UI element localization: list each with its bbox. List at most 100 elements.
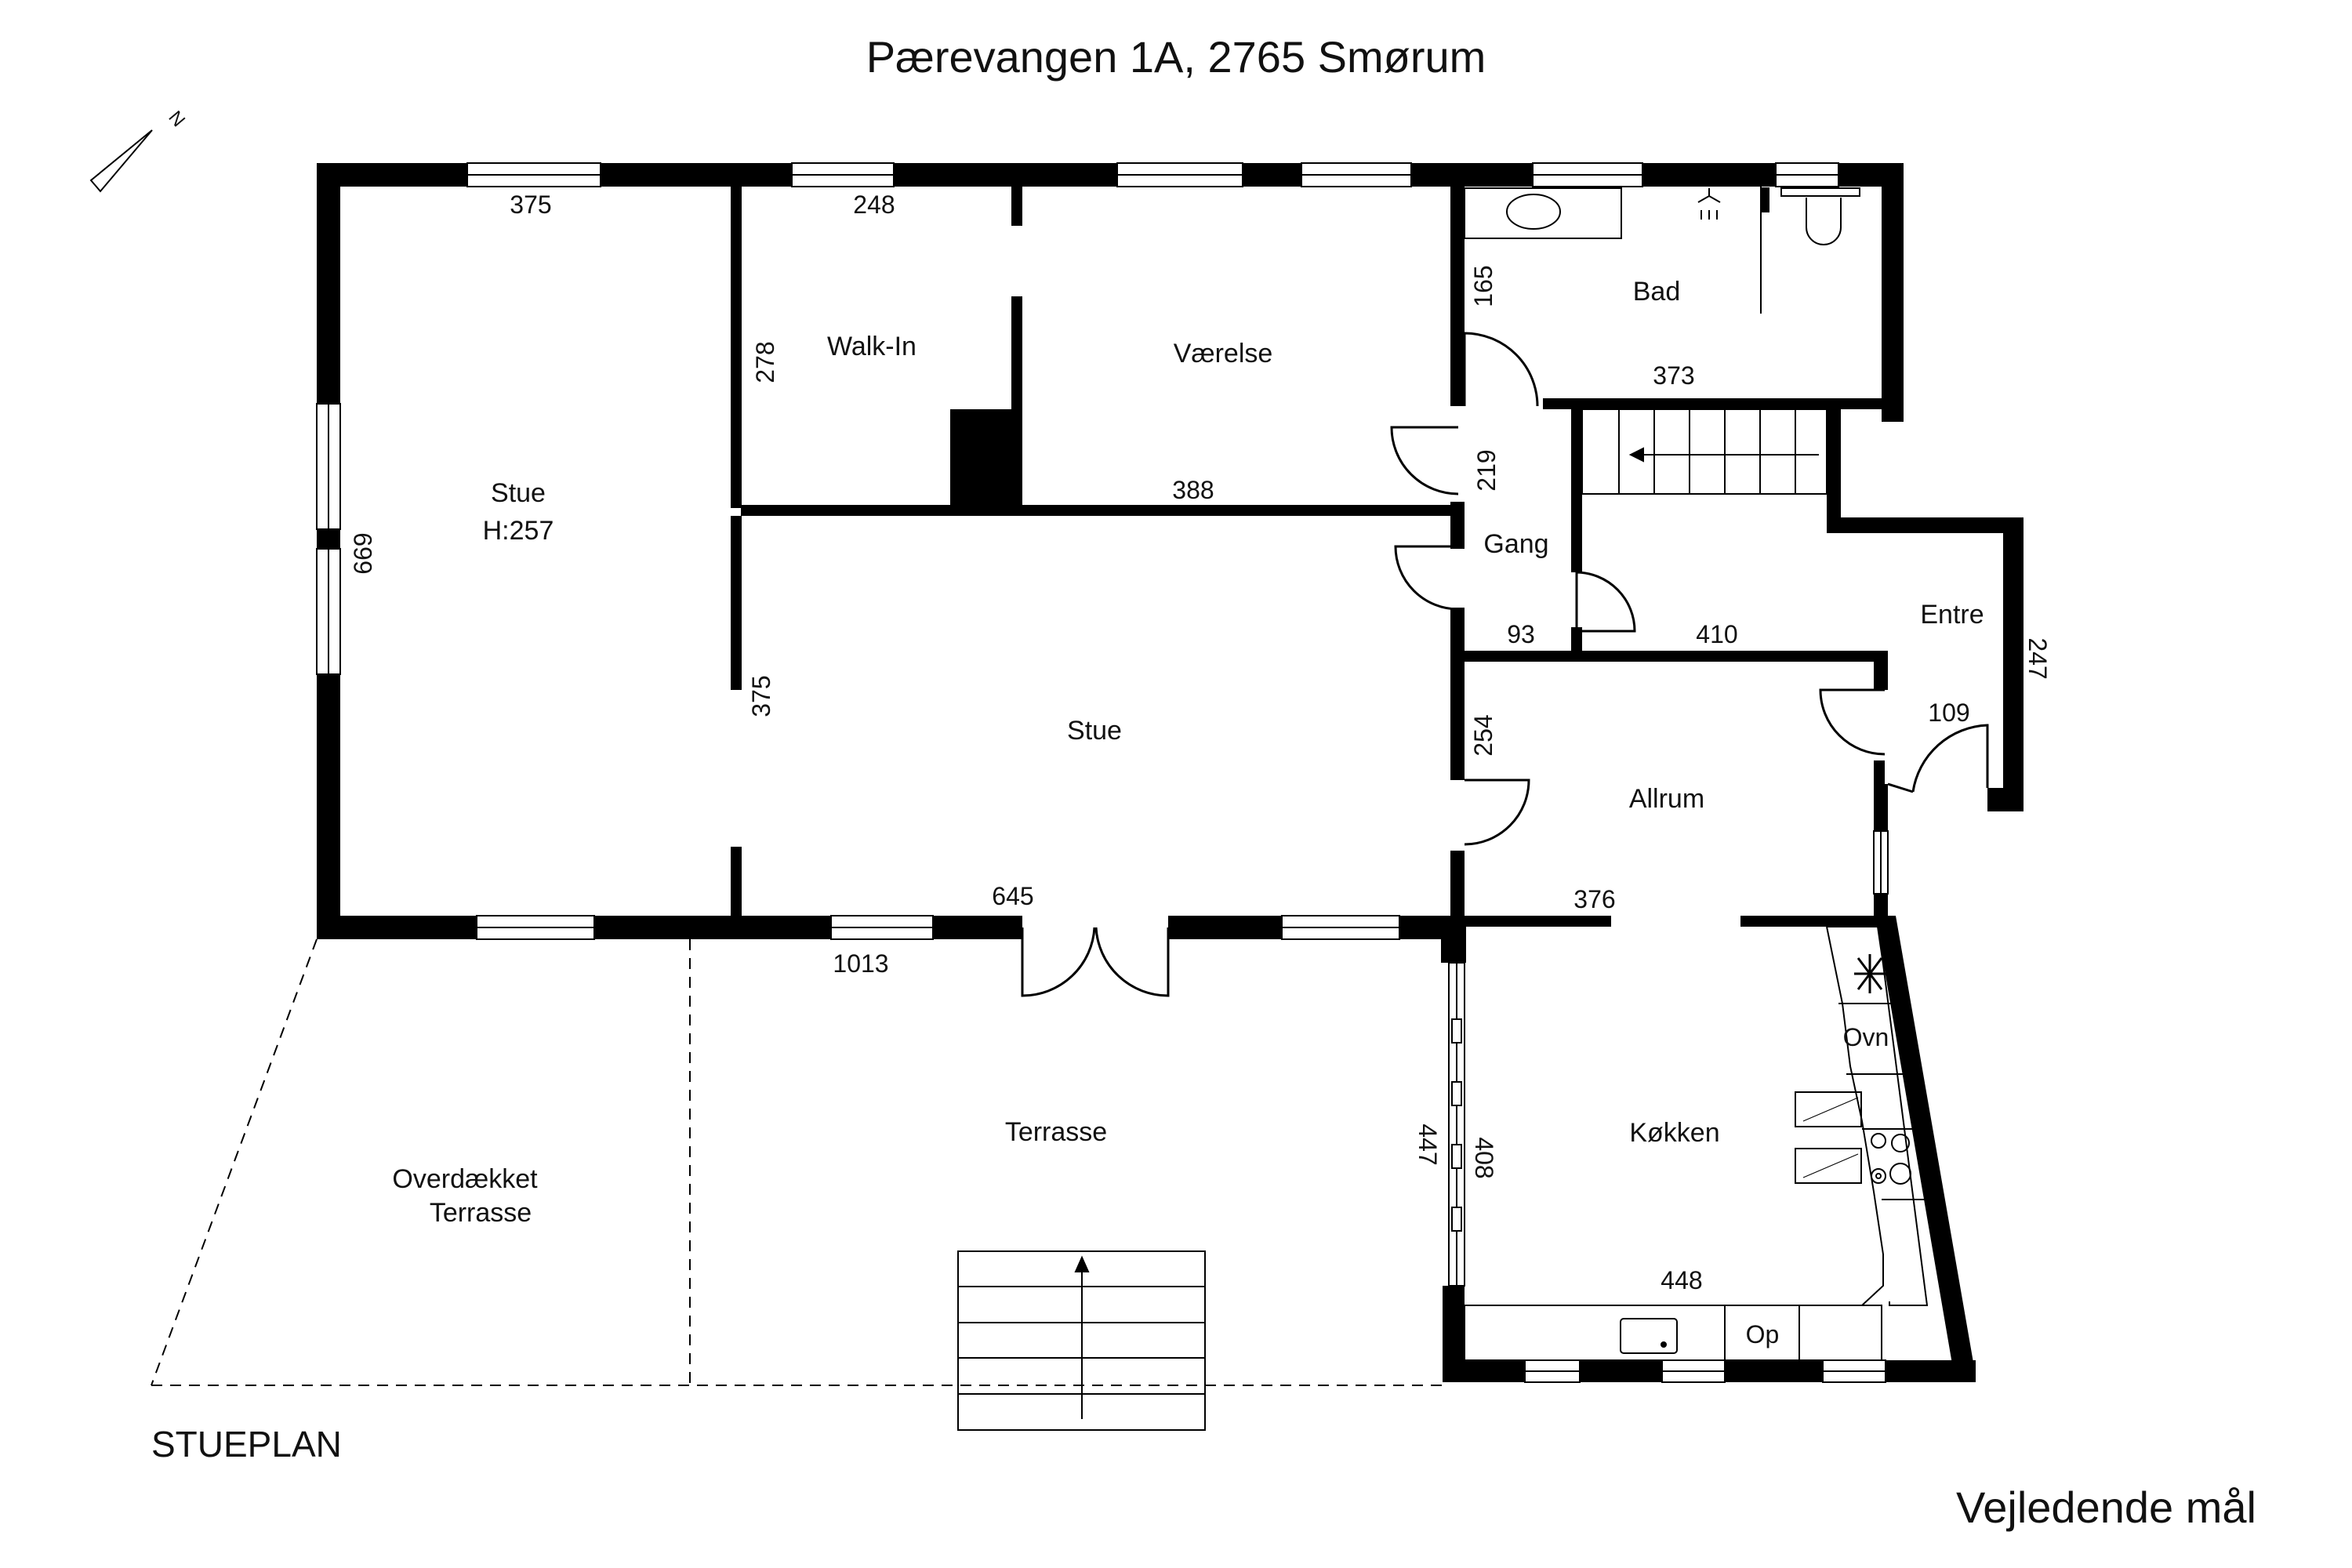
plan-title: Pærevangen 1A, 2765 Smørum bbox=[866, 32, 1486, 82]
vanity bbox=[1464, 187, 1622, 239]
room-label-koekken: Køkken bbox=[1629, 1118, 1719, 1148]
wall-entre-top bbox=[1827, 517, 2023, 533]
windows bbox=[316, 162, 1889, 1383]
wall-stue-divider bbox=[731, 516, 742, 690]
wall-allrum-right-3 bbox=[1874, 894, 1888, 917]
dim-allrum-bottom: 376 bbox=[1573, 885, 1615, 913]
dim-house-bottom: 1013 bbox=[833, 949, 888, 978]
door-swing bbox=[1390, 426, 1459, 495]
dim-gang-bottom: 93 bbox=[1507, 620, 1535, 648]
kitchen-counter bbox=[1827, 926, 1929, 1306]
toilet-tank bbox=[1780, 187, 1860, 197]
note-label: Vejledende mål bbox=[1956, 1483, 2256, 1532]
dim-koekken-outer: 447 bbox=[1414, 1123, 1442, 1165]
compass-icon bbox=[89, 129, 153, 193]
walls bbox=[317, 163, 2024, 1382]
room-label-walk-in: Walk-In bbox=[827, 332, 916, 361]
dim-stair-bottom: 410 bbox=[1696, 620, 1737, 648]
window-lines bbox=[328, 174, 1886, 1372]
wall-allrum-right bbox=[1874, 760, 1885, 784]
door-swing bbox=[1021, 927, 1096, 997]
wall-stair-left bbox=[1571, 408, 1582, 572]
hob-icon bbox=[1871, 1133, 1886, 1149]
room-label-allrum: Allrum bbox=[1629, 784, 1704, 814]
sliding-door-marks bbox=[1451, 1018, 1462, 1232]
door-swing bbox=[1819, 688, 1886, 756]
wall-stair-bottom bbox=[1571, 651, 1885, 662]
extractor-icon bbox=[1854, 954, 1886, 993]
wall-bad-right bbox=[1882, 163, 1904, 422]
stair-arrow-icon bbox=[1628, 447, 1644, 463]
stairs-internal bbox=[1581, 408, 1828, 495]
door-swing bbox=[1463, 332, 1539, 407]
dim-gang-side: 219 bbox=[1472, 449, 1501, 491]
room-label-overdaekket-1: Overdækket bbox=[392, 1164, 538, 1194]
window-sill bbox=[1795, 1091, 1862, 1127]
wall-allrum-bottom-left bbox=[1458, 916, 1611, 927]
dim-vaerelse-bottom: 388 bbox=[1172, 476, 1214, 504]
door-swing bbox=[1394, 545, 1459, 611]
wall-gang-bottom bbox=[1458, 651, 1576, 662]
door-swing bbox=[1094, 927, 1170, 997]
room-label-gang: Gang bbox=[1483, 529, 1548, 559]
room-label-overdaekket-2: Terrasse bbox=[430, 1198, 532, 1228]
door-swing bbox=[1575, 571, 1636, 633]
bathroom-fixtures bbox=[1464, 187, 1860, 314]
wall-bad-left bbox=[1450, 187, 1461, 406]
toilet-icon bbox=[1806, 198, 1842, 245]
dim-walkin-top: 248 bbox=[853, 191, 895, 219]
wall-stub bbox=[1760, 187, 1769, 212]
wall-entre-right bbox=[2003, 517, 2024, 811]
dim-allrum-side: 254 bbox=[1469, 714, 1497, 756]
doors bbox=[1021, 332, 1989, 997]
dim-bad-side: 165 bbox=[1469, 265, 1497, 307]
room-label-stue-height: H:257 bbox=[483, 516, 554, 546]
kitchen-fixtures bbox=[1464, 926, 1929, 1361]
shower-icon bbox=[1697, 188, 1721, 220]
room-label-vaerelse: Værelse bbox=[1174, 339, 1273, 368]
room-label-terrasse: Terrasse bbox=[1005, 1117, 1107, 1147]
wall-allrum-right-2 bbox=[1874, 784, 1888, 831]
counter-top bbox=[1464, 1305, 1882, 1361]
wall-stair-right bbox=[1827, 408, 1841, 533]
north-label: N bbox=[164, 107, 189, 132]
hob-icon bbox=[1889, 1163, 1911, 1185]
sink-icon bbox=[1506, 194, 1561, 230]
wall-walkin-left bbox=[731, 187, 742, 508]
wall-bad-bottom bbox=[1543, 398, 1904, 409]
dim-walkin-side: 278 bbox=[751, 341, 779, 383]
dim-entre-side: 247 bbox=[2024, 637, 2052, 679]
oven-label: Ovn bbox=[1843, 1023, 1889, 1051]
dim-entre-door: 109 bbox=[1928, 699, 1969, 727]
stair-arrow-icon bbox=[1074, 1255, 1090, 1272]
room-label-bad: Bad bbox=[1633, 277, 1681, 307]
wall-entre-bottom-stub bbox=[1987, 788, 2024, 811]
terrace-outline bbox=[151, 938, 1443, 1386]
room-label-stue: Stue bbox=[491, 478, 546, 508]
window-sill bbox=[1795, 1148, 1862, 1184]
hob-icon bbox=[1891, 1134, 1910, 1152]
dim-koekken-bottom: 448 bbox=[1661, 1266, 1702, 1294]
door-frame bbox=[1887, 782, 1914, 793]
wall-stue-right-3 bbox=[1450, 608, 1465, 780]
dim-koekken-inner: 408 bbox=[1470, 1137, 1498, 1178]
dim-bad-bottom: 373 bbox=[1653, 361, 1694, 390]
dim-stue-center-bottom: 645 bbox=[992, 882, 1033, 910]
floor-label: STUEPLAN bbox=[151, 1424, 342, 1465]
closet-block bbox=[950, 409, 1021, 507]
wall-allrum-bottom-right bbox=[1740, 916, 1878, 927]
dishwasher-label: Op bbox=[1746, 1320, 1780, 1348]
wall-walkin-divider-top bbox=[1011, 187, 1022, 226]
room-label-stue-center: Stue bbox=[1067, 716, 1122, 746]
door-swing bbox=[1911, 724, 1989, 793]
wall-stue-right-4 bbox=[1450, 851, 1465, 925]
room-label-entre: Entre bbox=[1920, 600, 1984, 630]
wall-vaerelse-bottom bbox=[741, 505, 1458, 516]
dim-stue-center-side: 375 bbox=[747, 675, 775, 717]
north-arrow: N bbox=[89, 107, 189, 193]
wall-stue-divider-low bbox=[731, 847, 742, 917]
door-swing bbox=[1464, 779, 1530, 846]
counter-inner bbox=[1465, 926, 1884, 1306]
wall-koekken-slant bbox=[1875, 916, 1976, 1382]
